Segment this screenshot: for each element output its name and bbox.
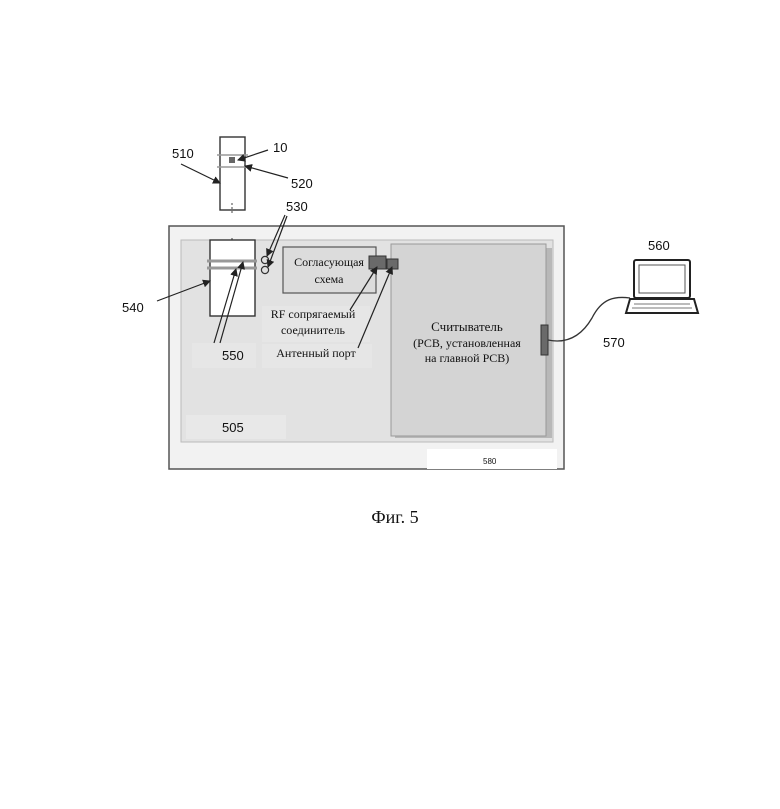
leader-510 <box>181 164 220 183</box>
matching-circuit-line1: Согласующая <box>294 255 364 269</box>
leader-520 <box>245 166 288 178</box>
reader-line2: (PCB, установленная <box>413 336 521 350</box>
label-580: 580 <box>483 457 497 466</box>
inserted-card-540 <box>210 240 255 316</box>
laptop-icon <box>626 260 698 313</box>
antenna-port-circle-top <box>261 256 268 263</box>
figure-caption: Фиг. 5 <box>371 507 418 527</box>
matching-circuit-box <box>283 247 376 293</box>
label-505: 505 <box>222 420 244 435</box>
label-520: 520 <box>291 176 313 191</box>
antenna-port-label: Антенный порт <box>276 346 356 360</box>
rf-connector-block-right <box>387 259 398 269</box>
reader-line1: Считыватель <box>431 319 503 334</box>
rf-connector-line1: RF сопрягаемый <box>271 307 356 321</box>
label-510: 510 <box>172 146 194 161</box>
antenna-port-circle-bottom <box>261 266 268 273</box>
label-570: 570 <box>603 335 625 350</box>
tag-card-510 <box>220 137 245 210</box>
reader-line3: на главной PCB) <box>425 351 510 365</box>
tag-chip-10 <box>229 157 235 163</box>
label-550: 550 <box>222 348 244 363</box>
label-10: 10 <box>273 140 287 155</box>
label-560: 560 <box>648 238 670 253</box>
side-connector-570 <box>541 325 548 355</box>
rf-connector-block-left <box>369 256 386 269</box>
label-540: 540 <box>122 300 144 315</box>
rf-connector-line2: соединитель <box>281 323 346 337</box>
label-530: 530 <box>286 199 308 214</box>
matching-circuit-line2: схема <box>314 272 344 286</box>
